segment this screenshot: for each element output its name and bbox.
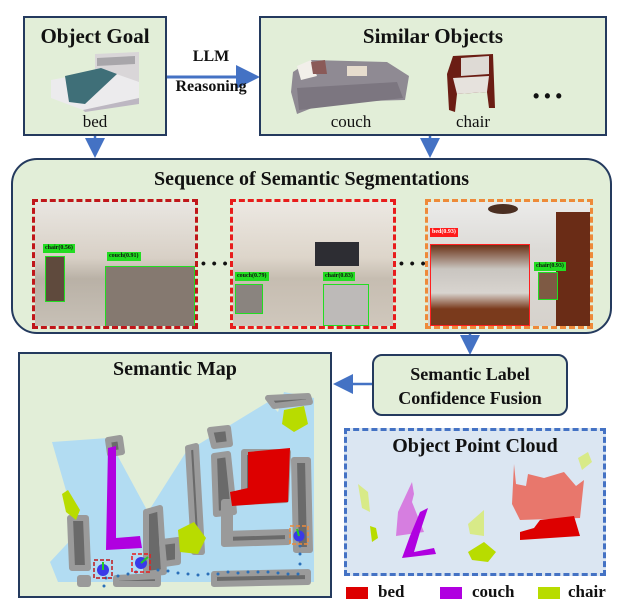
point-cloud-title: Object Point Cloud — [392, 435, 558, 457]
object-goal-title: Object Goal — [40, 24, 150, 48]
map-chair-region — [62, 490, 80, 520]
cloud-bed-lower — [520, 516, 580, 540]
llm-label: LLM — [192, 48, 230, 65]
segmentation-title: Sequence of Semantic Segmentations — [154, 168, 469, 190]
chair-region — [45, 256, 65, 302]
sequence-ellipsis-1: • • • — [201, 255, 229, 271]
cloud-chair — [358, 484, 370, 512]
chair-photo-icon — [443, 52, 501, 114]
legend-swatch-bed — [346, 587, 368, 599]
semantic-map-canvas — [50, 392, 314, 588]
cloud-bed-upper — [512, 464, 584, 520]
sequence-ellipsis-2: • • • — [399, 255, 427, 271]
map-couch-region — [106, 446, 142, 550]
detection-tag-chair: chair(0.93) — [534, 262, 566, 271]
more-objects-ellipsis: • • • — [533, 86, 562, 106]
object-goal-panel: Object Goal bed — [23, 16, 167, 136]
confidence-fusion-panel: Semantic Label Confidence Fusion — [372, 354, 568, 416]
semantic-map-title: Semantic Map — [113, 358, 237, 380]
chair-region — [323, 284, 369, 326]
point-cloud-panel: Object Point Cloud — [344, 428, 606, 576]
chair-label: chair — [456, 112, 490, 131]
detection-tag-couch: couch(0.79) — [235, 272, 269, 281]
agent-marker-3 — [289, 525, 309, 545]
agent-marker-2 — [131, 553, 151, 573]
legend-swatch-couch — [440, 587, 462, 599]
cloud-couch-lower — [402, 508, 436, 558]
fusion-label-line1: Semantic Label — [410, 364, 530, 384]
object-goal-label: bed — [82, 112, 108, 131]
map-chair-region — [282, 406, 308, 432]
couch-label: couch — [330, 112, 372, 131]
map-chair-region — [178, 522, 206, 554]
couch-region — [105, 266, 195, 326]
semantic-map-panel: Semantic Map — [18, 352, 332, 598]
detection-tag-chair: chair(0.83) — [323, 272, 355, 281]
map-bed-region — [230, 448, 290, 506]
legend-label-bed: bed — [378, 582, 405, 601]
chair-region — [538, 272, 558, 300]
fan-region — [488, 204, 518, 214]
cloud-chair — [370, 526, 378, 542]
segmentation-frame-2: couch(0.79) chair(0.83) — [230, 199, 396, 329]
agent-marker-1 — [93, 559, 113, 579]
bed-region — [430, 244, 530, 326]
similar-objects-title: Similar Objects — [362, 24, 504, 48]
cloud-chair — [578, 452, 592, 470]
llm-reasoning-label: LLM Reasoning — [168, 48, 254, 96]
detection-tag-chair: chair(0.56) — [43, 244, 75, 253]
cloud-chair — [468, 542, 496, 562]
fusion-label-line2: Confidence Fusion — [398, 388, 542, 408]
tv-region — [315, 242, 359, 266]
cloud-chair — [468, 510, 484, 536]
detection-tag-couch: couch(0.91) — [107, 252, 141, 261]
detection-tag-bed: bed(0.93) — [430, 228, 458, 237]
couch-region — [235, 284, 263, 314]
segmentation-frame-1: chair(0.56) couch(0.91) — [32, 199, 198, 329]
bed-photo-icon — [47, 52, 143, 112]
similar-objects-panel: Similar Objects couch chair • • • — [259, 16, 607, 136]
reasoning-label: Reasoning — [175, 78, 247, 95]
legend-label-chair: chair — [568, 582, 606, 601]
point-cloud-canvas — [358, 452, 592, 562]
legend-swatch-chair — [538, 587, 560, 599]
legend-label-couch: couch — [472, 582, 515, 601]
legend: bed couch chair — [344, 582, 644, 612]
couch-photo-icon — [287, 52, 411, 114]
agent-trajectory — [102, 544, 302, 588]
segmentation-frame-3: bed(0.93) chair(0.93) — [425, 199, 593, 329]
